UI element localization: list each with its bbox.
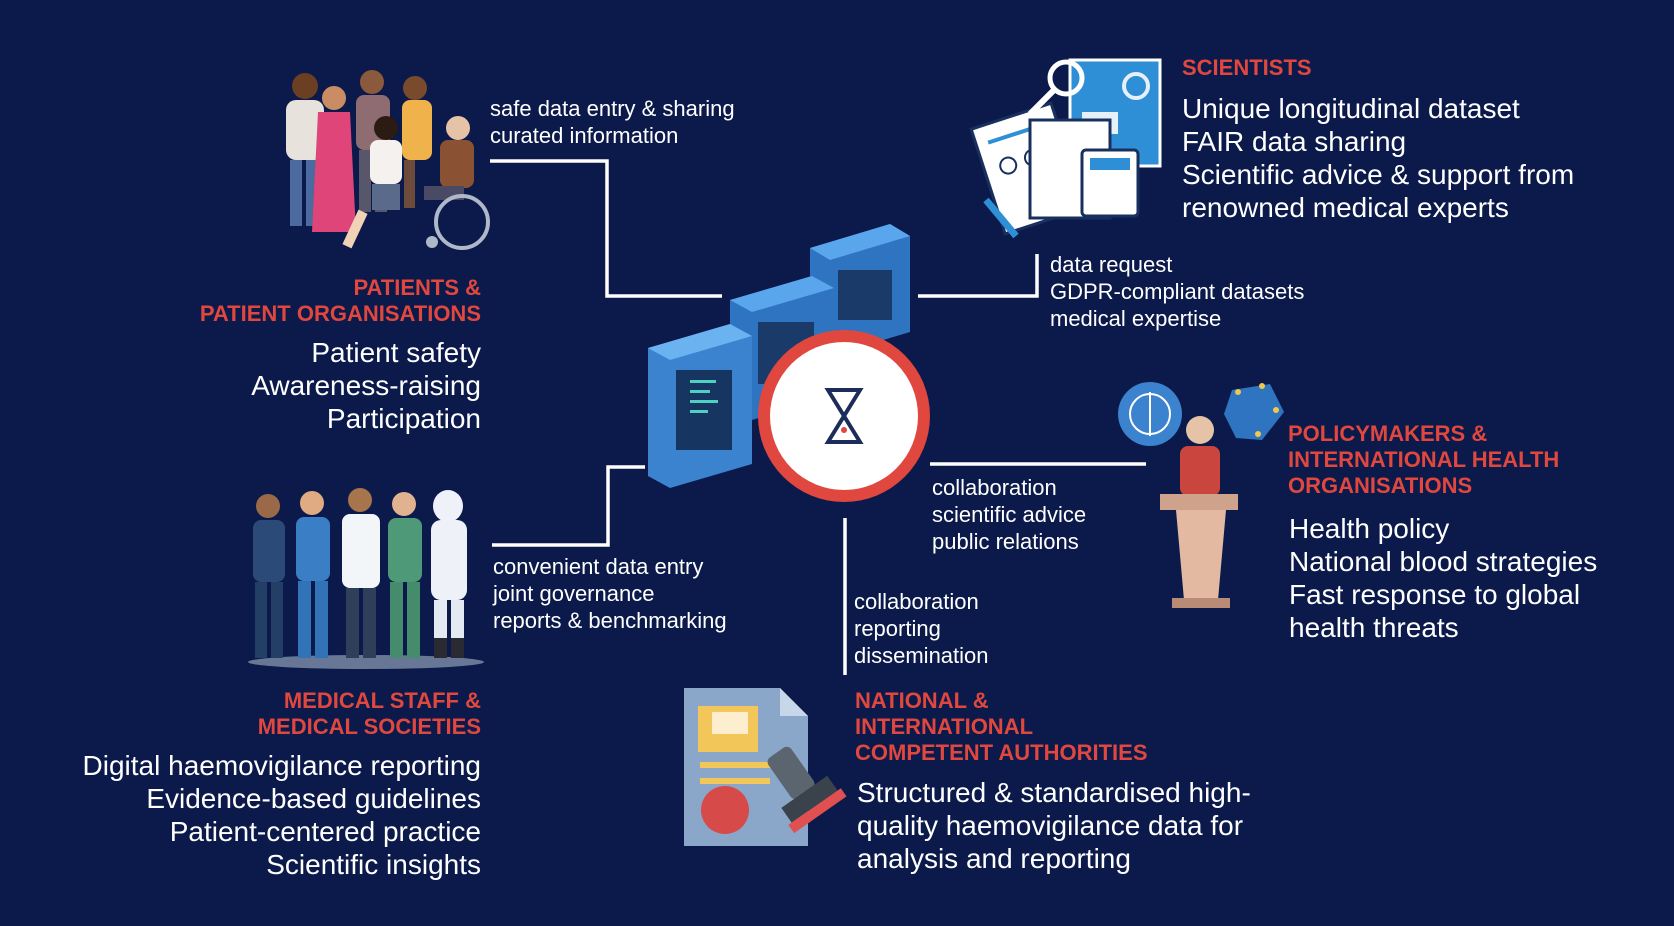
benefit-item: Fast response to global (1289, 579, 1581, 610)
benefit-item: Scientific advice & support from (1182, 159, 1575, 190)
medical-benefits: Digital haemovigilance reporting Evidenc… (20, 749, 481, 881)
authorities-heading: NATIONAL & INTERNATIONAL COMPETENT AUTHO… (855, 688, 1148, 765)
patients-flow-text: safe data entry & sharing curated inform… (490, 95, 735, 149)
flow-line: collaboration (932, 475, 1057, 500)
benefit-item: Participation (326, 403, 481, 434)
benefit-item: National blood strategies (1289, 546, 1598, 577)
patients-heading: PATIENTS & PATIENT ORGANISATIONS (199, 275, 481, 326)
flow-line: safe data entry & sharing (490, 96, 735, 121)
benefit-item: Awareness-raising (251, 370, 481, 401)
flow-line: curated information (490, 123, 679, 148)
policymakers-flow-text: collaboration scientific advice public r… (932, 474, 1086, 555)
benefit-item: Patient-centered practice (169, 816, 481, 847)
authorities-benefits: Structured & standardised high- quality … (857, 776, 1251, 875)
benefit-item: Digital haemovigilance reporting (82, 750, 481, 781)
policymakers-benefits: Health policy National blood strategies … (1289, 512, 1597, 644)
flow-line: reports & benchmarking (493, 608, 727, 633)
flow-line: dissemination (854, 643, 989, 668)
benefit-item: analysis and reporting (857, 843, 1131, 874)
benefit-item: Evidence-based guidelines (146, 783, 481, 814)
scientists-heading: SCIENTISTS (1182, 55, 1312, 80)
benefit-item: Health policy (1289, 513, 1450, 544)
benefit-item: Unique longitudinal dataset (1182, 93, 1520, 124)
flow-line: collaboration (854, 589, 979, 614)
benefit-item: Patient safety (311, 337, 481, 368)
flow-line: reporting (854, 616, 941, 641)
benefit-item: renowned medical experts (1182, 192, 1509, 223)
authorities-flow-text: collaboration reporting dissemination (854, 588, 989, 669)
patients-benefits: Patient safety Awareness-raising Partici… (100, 336, 481, 435)
flow-line: convenient data entry (493, 554, 704, 579)
scientists-connector (918, 254, 1039, 298)
medical-flow-text: convenient data entry joint governance r… (493, 553, 727, 634)
flow-line: medical expertise (1050, 306, 1222, 331)
flow-line: data request (1050, 252, 1173, 277)
benefit-item: Structured & standardised high- (857, 777, 1251, 808)
flow-line: scientific advice (932, 502, 1087, 527)
flow-line: public relations (932, 529, 1079, 554)
benefit-item: health threats (1289, 612, 1459, 643)
benefit-item: quality haemovigilance data for (857, 810, 1244, 841)
medical-heading: MEDICAL STAFF & MEDICAL SOCIETIES (257, 688, 481, 739)
patients-connector (490, 159, 722, 298)
benefit-item: FAIR data sharing (1182, 126, 1407, 157)
flow-line: GDPR-compliant datasets (1050, 279, 1305, 304)
scientists-flow-text: data request GDPR-compliant datasets med… (1050, 251, 1304, 332)
flow-line: joint governance (493, 581, 655, 606)
medical-connector (492, 465, 645, 547)
policymakers-heading: POLICYMAKERS & INTERNATIONAL HEALTH ORGA… (1288, 421, 1560, 498)
benefit-item: Scientific insights (266, 849, 481, 880)
scientists-benefits: Unique longitudinal dataset FAIR data sh… (1182, 92, 1574, 224)
